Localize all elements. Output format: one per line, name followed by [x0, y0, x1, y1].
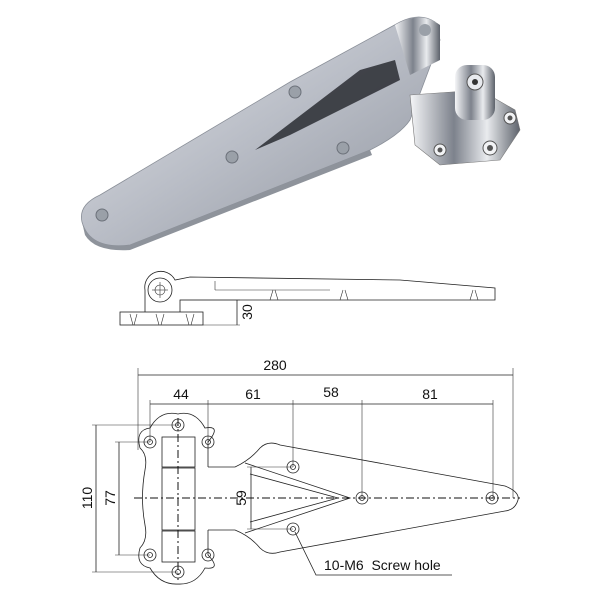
outer-height-label: 110 — [79, 487, 95, 510]
segment-label-3: 58 — [323, 384, 339, 400]
segment-label-2: 61 — [245, 386, 261, 402]
overall-length-label: 280 — [263, 357, 287, 373]
hinge-photo — [81, 16, 521, 251]
screw-holes — [143, 418, 499, 579]
inner-height-label: 77 — [102, 490, 118, 506]
side-height-label: 30 — [239, 304, 255, 320]
callout-leader — [294, 531, 452, 576]
screw-hole-callout: 10-M6 Screw hole — [324, 557, 441, 573]
segment-label-1: 44 — [173, 386, 189, 402]
top-view: 280 44 61 58 81 110 77 59 — [79, 357, 520, 585]
side-view: 30 — [119, 270, 496, 326]
segment-label-4: 81 — [422, 386, 438, 402]
